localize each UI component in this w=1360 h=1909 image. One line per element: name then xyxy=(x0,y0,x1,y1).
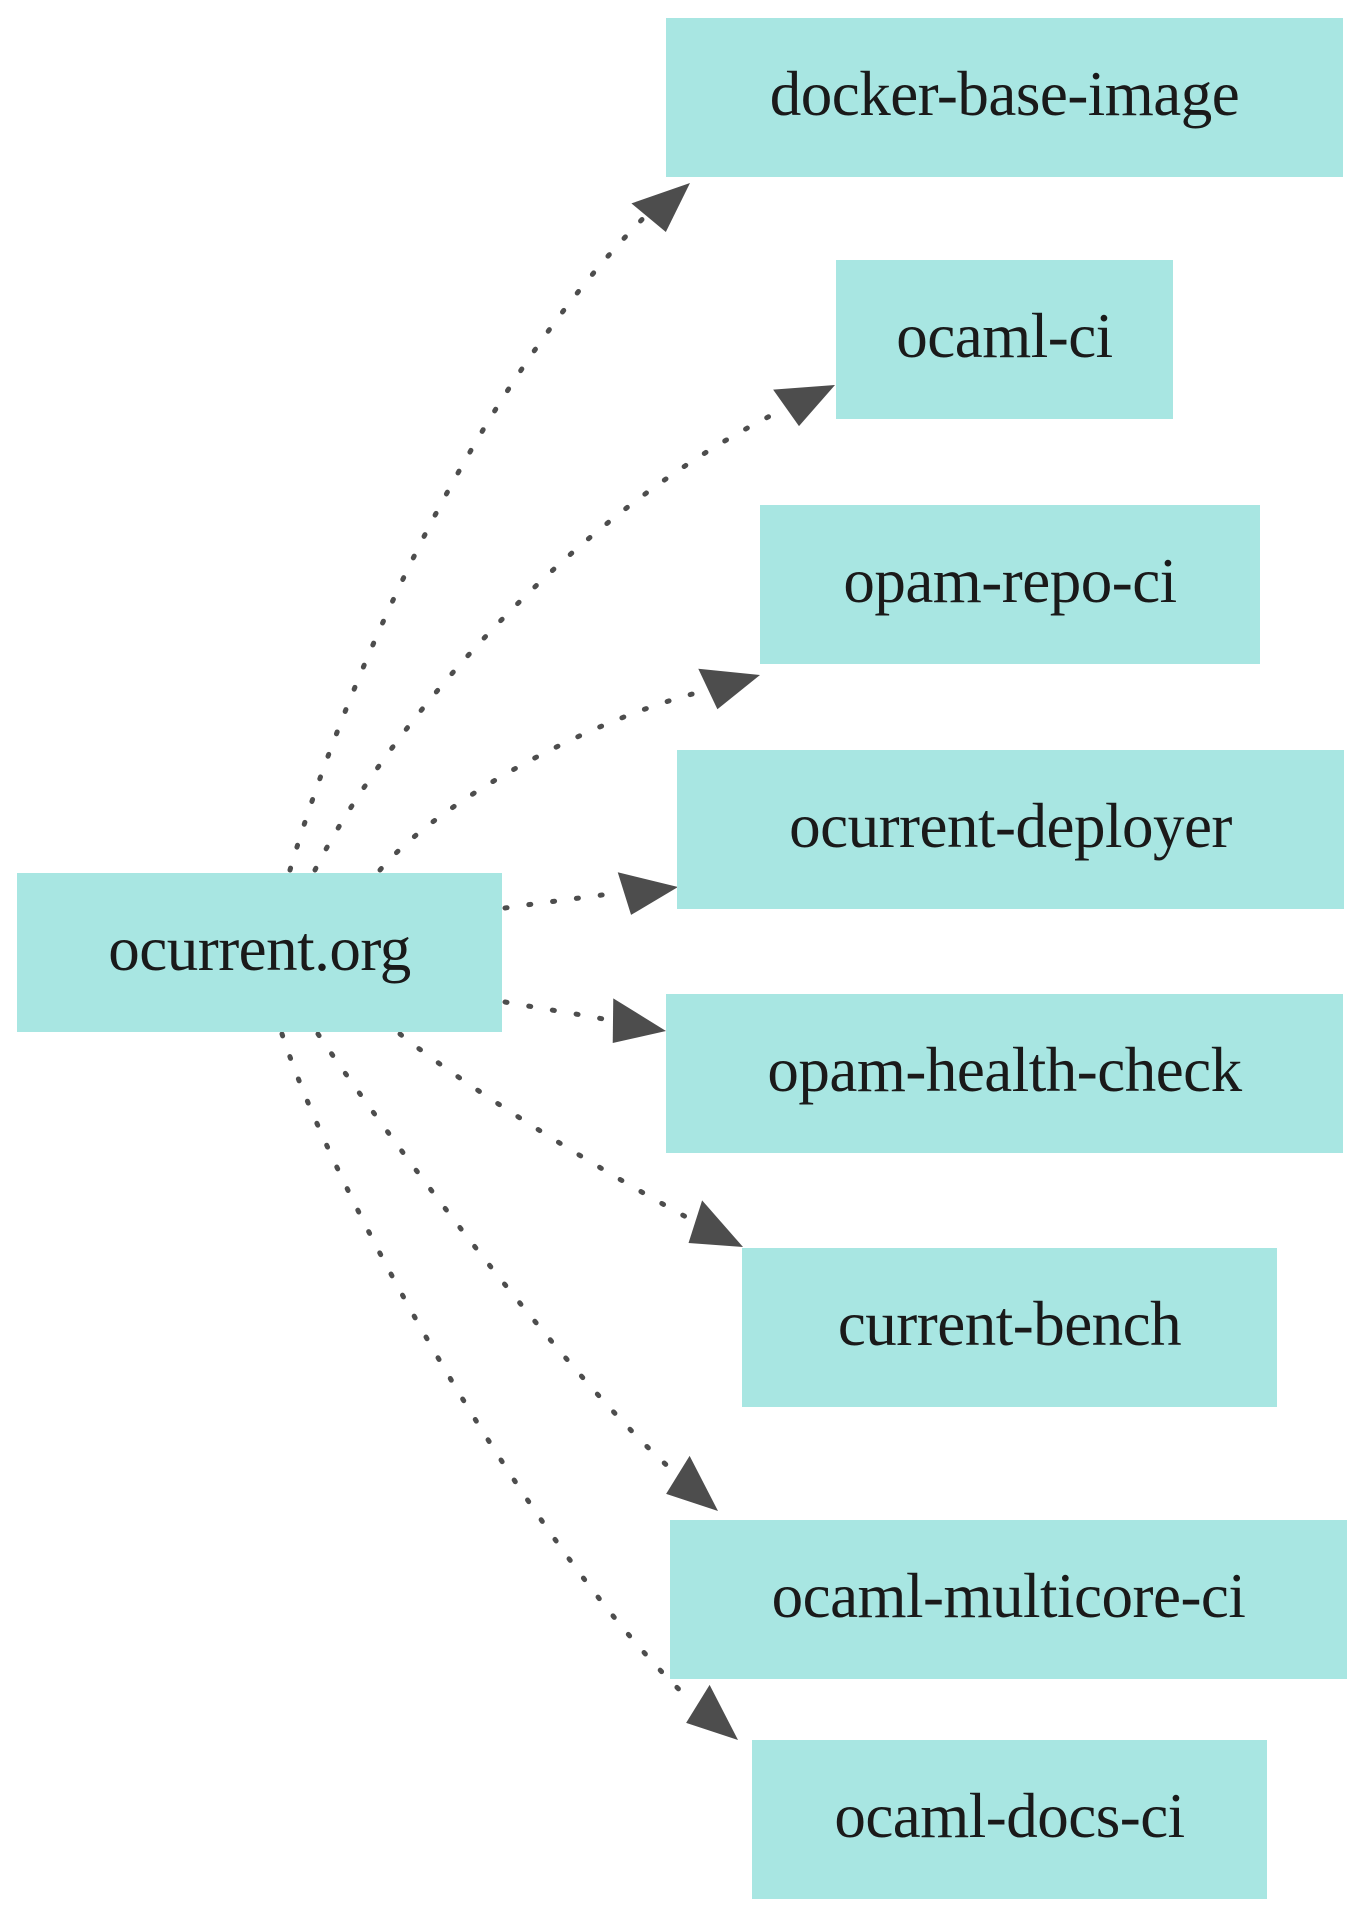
node-label: docker-base-image xyxy=(770,59,1239,129)
node-box[interactable] xyxy=(752,1740,1267,1899)
edge-ocurrent-org-to-opam-repo-ci xyxy=(377,668,760,873)
node-box[interactable] xyxy=(666,18,1343,177)
node-label: opam-health-check xyxy=(767,1035,1242,1105)
node-label: ocaml-docs-ci xyxy=(834,1781,1184,1851)
node-ocurrent-deployer[interactable]: ocurrent-deployer xyxy=(677,750,1344,909)
node-label: ocaml-ci xyxy=(896,301,1112,371)
edge-line xyxy=(279,1031,693,1703)
edge-ocurrent-org-to-current-bench xyxy=(397,1031,743,1247)
node-ocurrent-org[interactable]: ocurrent.org xyxy=(17,873,502,1032)
arrowhead-icon xyxy=(686,1684,738,1740)
node-label: ocurrent.org xyxy=(108,914,410,984)
edge-ocurrent-org-to-docker-base-image xyxy=(287,183,690,873)
edge-line xyxy=(502,999,611,1023)
node-docker-base-image[interactable]: docker-base-image xyxy=(666,18,1343,177)
edge-ocurrent-org-to-opam-health-check xyxy=(502,998,666,1044)
node-opam-repo-ci[interactable]: opam-repo-ci xyxy=(760,505,1260,664)
arrowhead-icon xyxy=(773,385,835,427)
edge-line xyxy=(315,1031,675,1473)
arrowhead-icon xyxy=(688,1200,743,1247)
edge-ocurrent-org-to-ocaml-docs-ci xyxy=(279,1031,738,1740)
nodes-layer: ocurrent.org docker-base-image ocaml-ci opa… xyxy=(17,18,1347,1899)
node-box[interactable] xyxy=(670,1520,1347,1679)
node-box[interactable] xyxy=(17,873,502,1032)
arrowhead-icon xyxy=(617,872,678,915)
edges-layer xyxy=(279,183,835,1740)
edge-line xyxy=(502,889,623,911)
edge-line xyxy=(287,195,667,873)
node-box[interactable] xyxy=(742,1248,1277,1407)
node-ocaml-ci[interactable]: ocaml-ci xyxy=(836,260,1173,419)
arrowhead-icon xyxy=(698,668,760,710)
node-box[interactable] xyxy=(666,994,1343,1153)
node-label: opam-repo-ci xyxy=(843,546,1176,616)
arrowhead-icon xyxy=(631,183,690,232)
node-label: ocaml-multicore-ci xyxy=(772,1561,1246,1631)
node-box[interactable] xyxy=(836,260,1173,419)
node-ocaml-multicore-ci[interactable]: ocaml-multicore-ci xyxy=(670,1520,1347,1679)
edge-line xyxy=(397,1031,691,1221)
arrowhead-icon xyxy=(666,1455,718,1511)
node-box[interactable] xyxy=(760,505,1260,664)
edge-ocurrent-org-to-ocaml-ci xyxy=(312,385,835,873)
node-box[interactable] xyxy=(677,750,1344,909)
edge-line xyxy=(377,689,703,873)
node-ocaml-docs-ci[interactable]: ocaml-docs-ci xyxy=(752,1740,1267,1899)
node-label: current-bench xyxy=(838,1289,1181,1359)
node-label: ocurrent-deployer xyxy=(789,791,1232,861)
edge-ocurrent-org-to-ocurrent-deployer xyxy=(502,872,678,915)
arrowhead-icon xyxy=(612,998,666,1044)
node-opam-health-check[interactable]: opam-health-check xyxy=(666,994,1343,1153)
edge-ocurrent-org-to-ocaml-multicore-ci xyxy=(315,1031,718,1511)
node-current-bench[interactable]: current-bench xyxy=(742,1248,1277,1407)
